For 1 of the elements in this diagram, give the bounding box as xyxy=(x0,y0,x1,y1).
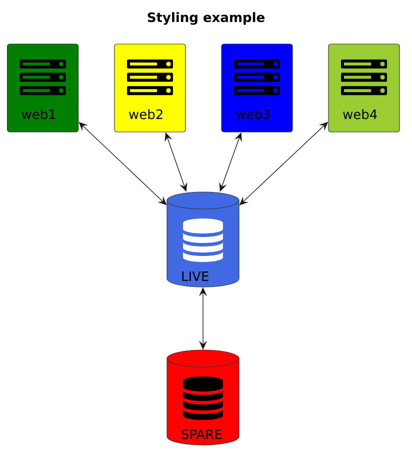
title: Styling example xyxy=(148,12,264,25)
